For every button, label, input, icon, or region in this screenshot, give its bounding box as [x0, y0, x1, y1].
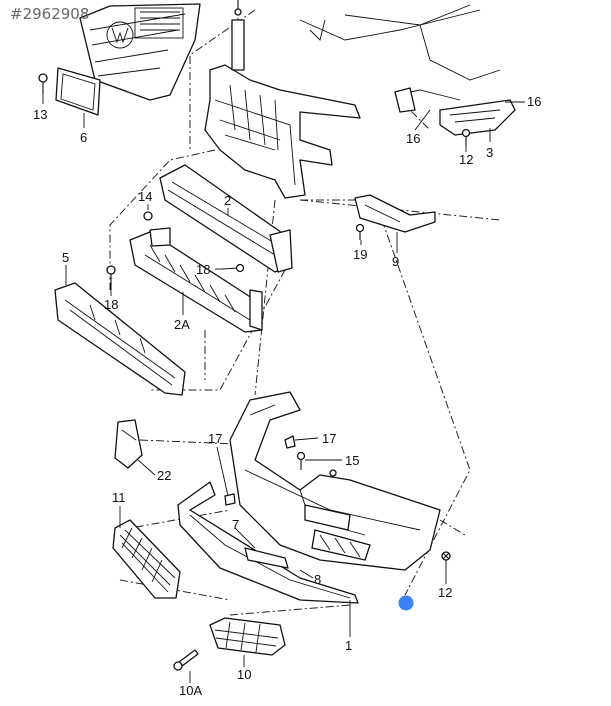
label-17-right: 17 [322, 431, 336, 446]
label-9: 9 [392, 254, 399, 269]
license-plate-bracket [55, 67, 101, 116]
upper-grille [79, 3, 201, 101]
side-grille-11 [112, 519, 181, 599]
energy-absorber [129, 227, 263, 333]
bumper-cover [229, 391, 441, 571]
screw-15-icon [296, 451, 337, 477]
screw-13-icon [38, 73, 48, 94]
label-16-right: 16 [527, 94, 541, 109]
leader-lines [42, 94, 525, 683]
label-22: 22 [157, 468, 171, 483]
label-8: 8 [314, 572, 321, 587]
lock-carrier [204, 4, 501, 199]
label-19: 19 [353, 247, 367, 262]
screw-18-upper-icon [221, 263, 245, 273]
label-1: 1 [345, 638, 352, 653]
label-5: 5 [62, 250, 69, 265]
label-12-top: 12 [459, 152, 473, 167]
label-10A: 10A [179, 683, 202, 698]
diagram-id: #2962908 [10, 5, 90, 23]
bracket-3 [394, 87, 516, 136]
trim-7 [244, 547, 289, 569]
screw-18-lower-icon [106, 265, 116, 290]
clip-17-right-icon [284, 435, 296, 449]
selection-marker[interactable] [398, 595, 414, 611]
label-10: 10 [237, 667, 251, 682]
label-3: 3 [486, 145, 493, 160]
label-2A: 2A [174, 317, 190, 332]
label-6: 6 [80, 130, 87, 145]
screw-14-icon [143, 211, 153, 221]
label-7: 7 [232, 517, 239, 532]
top-screw-icon [234, 0, 242, 16]
label-14: 14 [138, 189, 152, 204]
screw-19-icon [355, 223, 365, 240]
fog-grille-10 [209, 617, 286, 656]
label-2: 2 [224, 193, 231, 208]
label-11: 11 [112, 490, 126, 505]
label-15: 15 [345, 453, 359, 468]
label-18-upper: 18 [196, 262, 210, 277]
foam-absorber [54, 282, 186, 396]
label-16-left: 16 [406, 131, 420, 146]
side-bracket [354, 194, 436, 233]
label-12-lower: 12 [438, 585, 452, 600]
label-18-lower: 18 [104, 297, 118, 312]
clip-17-left-icon [224, 493, 236, 506]
vw-logo-icon [106, 21, 134, 49]
clip-12-top-icon [461, 128, 471, 146]
impact-beam [159, 164, 293, 273]
label-13: 13 [33, 107, 47, 122]
label-17-left: 17 [208, 431, 222, 446]
screw-10A-icon [173, 649, 199, 671]
bracket-22 [114, 419, 143, 469]
part-labels: 13 6 16 16 12 3 14 2 5 18 18 2A 19 9 17 … [33, 94, 541, 698]
clip-12-lower-icon [441, 551, 451, 561]
